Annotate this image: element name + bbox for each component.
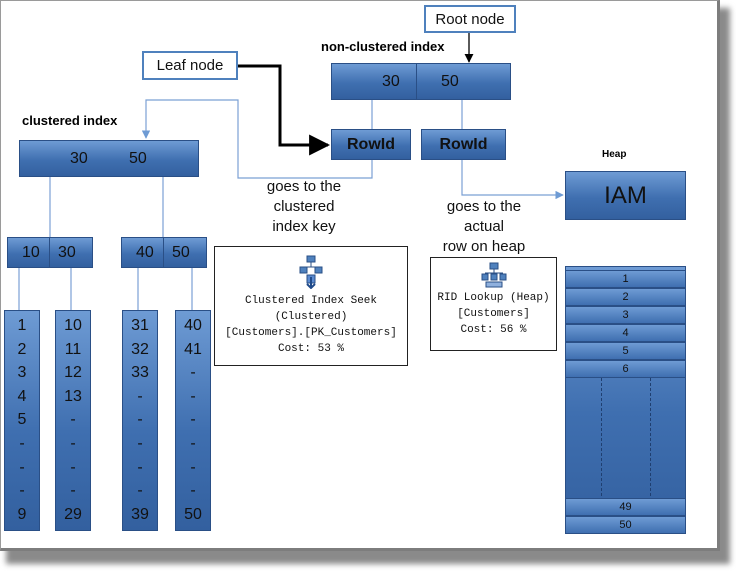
heap-page: 6 [565, 360, 686, 378]
leaf-key: 2 [17, 340, 27, 358]
plan-cost: Cost: 53 % [277, 343, 344, 355]
clustered-root-node: 30 50 [19, 140, 199, 177]
leaf-key: - [190, 482, 196, 500]
key-value: 50 [129, 150, 147, 167]
goes-to-clustered-text: goes to the clustered index key [266, 178, 342, 235]
leaf-key: 13 [64, 387, 82, 405]
leaf-key: - [190, 434, 196, 452]
root-node-callout: Root node [424, 5, 516, 33]
plan-cost: Cost: 56 % [460, 324, 527, 336]
leaf-key: - [190, 364, 196, 382]
key-value: 30 [382, 73, 400, 90]
heap-page: 1 [565, 270, 686, 288]
clustered-leaf-page-4: 40 41 - - - - - - 50 [175, 310, 211, 531]
leaf-key: 32 [131, 340, 149, 358]
leaf-key: 29 [64, 505, 82, 523]
clustered-leaf-page-1: 1 2 3 4 5 - - - 9 [4, 310, 40, 531]
leaf-node-arrow [237, 64, 331, 156]
leaf-key: 40 [184, 317, 202, 334]
rid-lookup-icon [481, 262, 506, 288]
key-value: 30 [70, 150, 88, 167]
key-value: 50 [441, 73, 459, 90]
heap-continuation-line [601, 378, 602, 496]
clustered-intermediate-node-2: 40 50 [121, 237, 207, 268]
non-clustered-index-label: non-clustered index [321, 39, 445, 54]
clustered-intermediate-node-1: 10 30 [7, 237, 93, 268]
leaf-key: - [190, 411, 196, 429]
rowid-to-heap-arrow [461, 160, 564, 200]
leaf-key: - [190, 458, 196, 476]
key-value: 10 [22, 244, 40, 261]
leaf-key: - [70, 411, 76, 429]
nonclustered-root-node: 30 50 [331, 63, 511, 100]
leaf-key: - [137, 434, 143, 452]
leaf-key: 9 [17, 505, 27, 523]
heap-page: 2 [565, 288, 686, 306]
leaf-node-callout: Leaf node [142, 51, 238, 80]
plan-object: [Customers] [457, 308, 530, 320]
key-value: 30 [58, 244, 76, 261]
leaf-key: 41 [184, 340, 202, 358]
rid-lookup-plan: RID Lookup (Heap) [Customers] Cost: 56 % [430, 257, 557, 351]
leaf-key: 5 [17, 411, 27, 429]
leaf-key: - [19, 434, 25, 452]
key-divider [163, 238, 164, 267]
plan-object: [Customers].[PK_Customers] [225, 327, 397, 339]
leaf-key: 3 [17, 364, 27, 382]
leaf-key: - [137, 387, 143, 405]
heap-page: 5 [565, 342, 686, 360]
leaf-key: 50 [184, 505, 202, 523]
leaf-key: - [70, 434, 76, 452]
clustered-leaf-page-2: 10 11 12 13 - - - - 29 [55, 310, 91, 531]
leaf-key: 4 [17, 387, 27, 405]
key-value: 50 [172, 244, 190, 261]
plan-operator: RID Lookup (Heap) [437, 292, 550, 304]
clustered-index-seek-plan: Clustered Index Seek (Clustered) [Custom… [214, 246, 408, 366]
leaf-key: - [19, 482, 25, 500]
clustered-index-seek-icon [299, 255, 323, 289]
rowid-to-clustered-arrow [141, 99, 373, 179]
leaf-key: - [137, 458, 143, 476]
rowid-node-2: RowId [421, 129, 506, 160]
iam-page: IAM [565, 171, 686, 220]
goes-to-heap-text: goes to the actual row on heap [442, 198, 526, 255]
leaf-key: - [190, 387, 196, 405]
leaf-key: 33 [131, 364, 149, 382]
leaf-key: - [70, 458, 76, 476]
leaf-key: 39 [131, 505, 149, 523]
heap-label: Heap [602, 149, 627, 160]
clustered-index-label: clustered index [22, 113, 118, 128]
heap-page: 3 [565, 306, 686, 324]
leaf-key: 31 [131, 317, 149, 334]
heap-page: 49 [565, 498, 686, 516]
key-value: 40 [136, 244, 154, 261]
leaf-key: 12 [64, 364, 82, 382]
heap-page: 4 [565, 324, 686, 342]
rowid-node-1: RowId [331, 129, 411, 160]
leaf-key: 10 [64, 317, 82, 334]
leaf-key: - [70, 482, 76, 500]
heap-continuation-line [650, 378, 651, 496]
heap-page: 50 [565, 516, 686, 534]
key-divider [49, 238, 50, 267]
leaf-key: 11 [64, 340, 82, 358]
clustered-leaf-page-3: 31 32 33 - - - - - 39 [122, 310, 158, 531]
leaf-key: 1 [17, 317, 27, 334]
leaf-key: - [19, 458, 25, 476]
leaf-key: - [137, 411, 143, 429]
leaf-key: - [137, 482, 143, 500]
plan-operator: Clustered Index Seek (Clustered) [244, 295, 378, 323]
key-divider [416, 64, 417, 99]
